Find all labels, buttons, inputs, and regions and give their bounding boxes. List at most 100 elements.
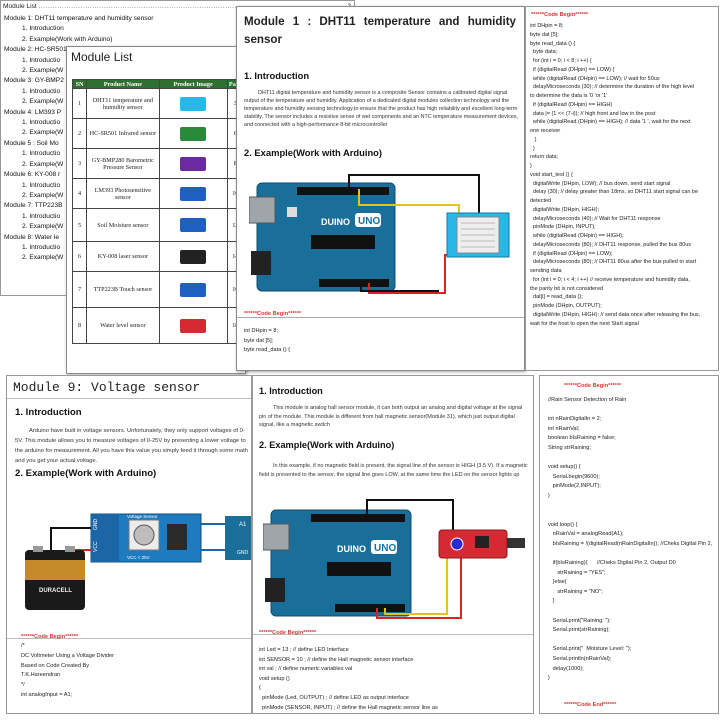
module-image-icon — [180, 126, 207, 141]
toc-subitem[interactable]: 2. Example(W — [22, 67, 64, 75]
module-image-icon — [180, 96, 207, 111]
toc-subitem[interactable]: 2. Example(W — [22, 254, 64, 262]
module-sn: 8 — [71, 307, 88, 344]
hall-wiring-diagram: DUINO UNO — [263, 499, 525, 619]
hall-code: int Led = 13 ; // define LED Interface i… — [259, 647, 438, 711]
toc-subitem[interactable]: 1. Introductio — [22, 181, 61, 189]
hall-sensor-page: 1. Introduction This module is analog ha… — [252, 375, 534, 714]
hall-wires — [366, 499, 462, 619]
module-image-icon — [180, 318, 207, 333]
toc-subitem[interactable]: 2. Example(W — [22, 160, 64, 168]
module-image-icon — [180, 249, 207, 264]
toc-module-item[interactable]: Module 6: KY-008 r — [4, 171, 61, 179]
pin-gnd: GND — [93, 519, 99, 531]
module-image — [158, 307, 228, 344]
module-name: DHT11 temperature and humidity sensor — [86, 88, 160, 119]
module-image — [158, 271, 228, 308]
toc-subitem[interactable]: 1. Introductio — [22, 87, 61, 95]
module9-intro-text: Arduino have built in voltage sensors. U… — [15, 428, 248, 464]
module-sn: 6 — [71, 241, 88, 272]
toc-subitem[interactable]: 2. Example(W — [22, 98, 64, 106]
hall-sensor-module — [438, 529, 525, 559]
voltage-sensor-module: Voltage Sensor VCC < 25V GND VCC — [90, 513, 202, 563]
module-image — [158, 208, 228, 242]
module-image — [158, 148, 228, 179]
voltage-module-label: Voltage Sensor — [127, 514, 158, 519]
module-sn: 5 — [71, 208, 88, 242]
arduino-pin-block: A1 GND — [225, 516, 251, 560]
module-image-icon — [180, 156, 207, 171]
toc-lines: Module 1: DHT11 temperature and humidity… — [4, 14, 153, 264]
module-sn: 2 — [71, 118, 88, 149]
module9-code-header: ******Code Begin****** — [21, 634, 79, 640]
module1-intro-text: DHT11 digital temperature and humidity s… — [244, 90, 518, 128]
arduino-brand: DUINO — [321, 217, 350, 227]
module-name: KY-008 laser sensor — [86, 241, 160, 272]
col-image: Product Image — [158, 79, 228, 89]
toc-subitem[interactable]: 1. Introductio — [22, 56, 61, 64]
hall-example-heading: 2. Example(Work with Arduino) — [259, 440, 395, 450]
hall-code-header: ******Code Begin****** — [259, 630, 317, 636]
toc-subitem[interactable]: 2. Example(Work with Arduino) — [22, 35, 113, 43]
module1-example-heading: 2. Example(Work with Arduino) — [244, 147, 383, 158]
rain-code-page: ******Code Begin****** //Rain Sensor Det… — [539, 375, 719, 714]
module-sn: 3 — [71, 148, 88, 179]
toc-subitem[interactable]: 2. Example(W — [22, 191, 64, 199]
module9-example-heading: 2. Example(Work with Arduino) — [15, 468, 157, 479]
toc-subitem[interactable]: 1. Introductio — [22, 212, 61, 220]
toc-subitem[interactable]: 1. Introduction — [22, 25, 64, 33]
toc-subitem[interactable]: 1. Introductio — [22, 243, 61, 251]
module-name: HC-SR501 Infrared sensor — [86, 118, 160, 149]
hall-intro-heading: 1. Introduction — [259, 386, 323, 396]
toc-subitem[interactable]: 2. Example(W — [22, 129, 64, 137]
module-name: Water level sensor — [86, 307, 160, 344]
module-image-icon — [180, 218, 207, 232]
module-image — [158, 178, 228, 209]
battery: DURACELL — [25, 546, 85, 610]
rain-code-header: ******Code Begin****** — [564, 383, 622, 389]
toc-module-item[interactable]: Module 2: HC-SR501 — [4, 46, 67, 54]
col-name: Product Name — [86, 79, 160, 89]
module-image — [158, 241, 228, 272]
arduino-uno-label: UNO — [358, 216, 380, 227]
toc-subitem[interactable]: 1. Introductio — [22, 150, 61, 158]
module-sn: 1 — [71, 88, 88, 119]
module-name: GY-BMP280 Barometric Pressure Sensor — [86, 148, 160, 179]
module-name: LM393 Photosensitive sensor — [86, 178, 160, 209]
module-sn: 7 — [71, 271, 88, 308]
toc-module-item[interactable]: Module 3: GY-BMP2 — [4, 77, 64, 85]
toc-subitem[interactable]: 1. Introductio — [22, 119, 61, 127]
module-image-icon — [180, 282, 207, 297]
toc-subitem[interactable]: 2. Example(W — [22, 223, 64, 231]
toc-module-item[interactable]: Module 4: LM393 P — [4, 108, 62, 116]
toc-module-item[interactable]: Module 7: TTP223B — [4, 202, 63, 210]
module1-intro-heading: 1. Introduction — [244, 70, 310, 81]
module-image — [158, 118, 228, 149]
arduino-board-hall: DUINO UNO — [263, 509, 412, 617]
module-sn: 4 — [71, 178, 88, 209]
arduino-uno-label-hall: UNO — [374, 543, 396, 554]
dht11-code-page: ******Code Begin****** int DHpin = 8; by… — [525, 6, 719, 371]
toc-module-item[interactable]: Module 5 : Soil Mo — [4, 139, 59, 147]
toc-module-item[interactable]: Module 1: DHT11 temperature and humidity… — [4, 15, 154, 22]
toc-heading: Module List — [3, 3, 37, 10]
hall-example-text: In this example, if no magnetic field is… — [259, 463, 528, 478]
module-row: 3GY-BMP280 Barometric Pressure Sensor8 — [71, 148, 245, 179]
voltage-wiring-diagram: Voltage Sensor VCC < 25V GND VCC A1 GND … — [25, 513, 251, 610]
toc-module-item[interactable]: Module 8: Water le — [4, 233, 60, 241]
battery-brand: DURACELL — [39, 588, 72, 594]
module1-page: Module 1 : DHT11 temperature and humidit… — [236, 6, 525, 371]
module-list-table: SN Product Name Product Image Page 1DHT1… — [71, 79, 245, 344]
pin-vcc: VCC — [93, 541, 99, 552]
rain-code-footer: ******Code End****** — [564, 702, 617, 708]
wires — [348, 174, 480, 294]
module-name: Soil Moisture sensor — [86, 208, 160, 242]
module-name: TTP223B Touch sensor — [86, 271, 160, 308]
module-image-icon — [180, 186, 207, 201]
dht11-sensor — [446, 212, 510, 258]
dht11-code-header: ******Code Begin****** — [531, 12, 589, 18]
